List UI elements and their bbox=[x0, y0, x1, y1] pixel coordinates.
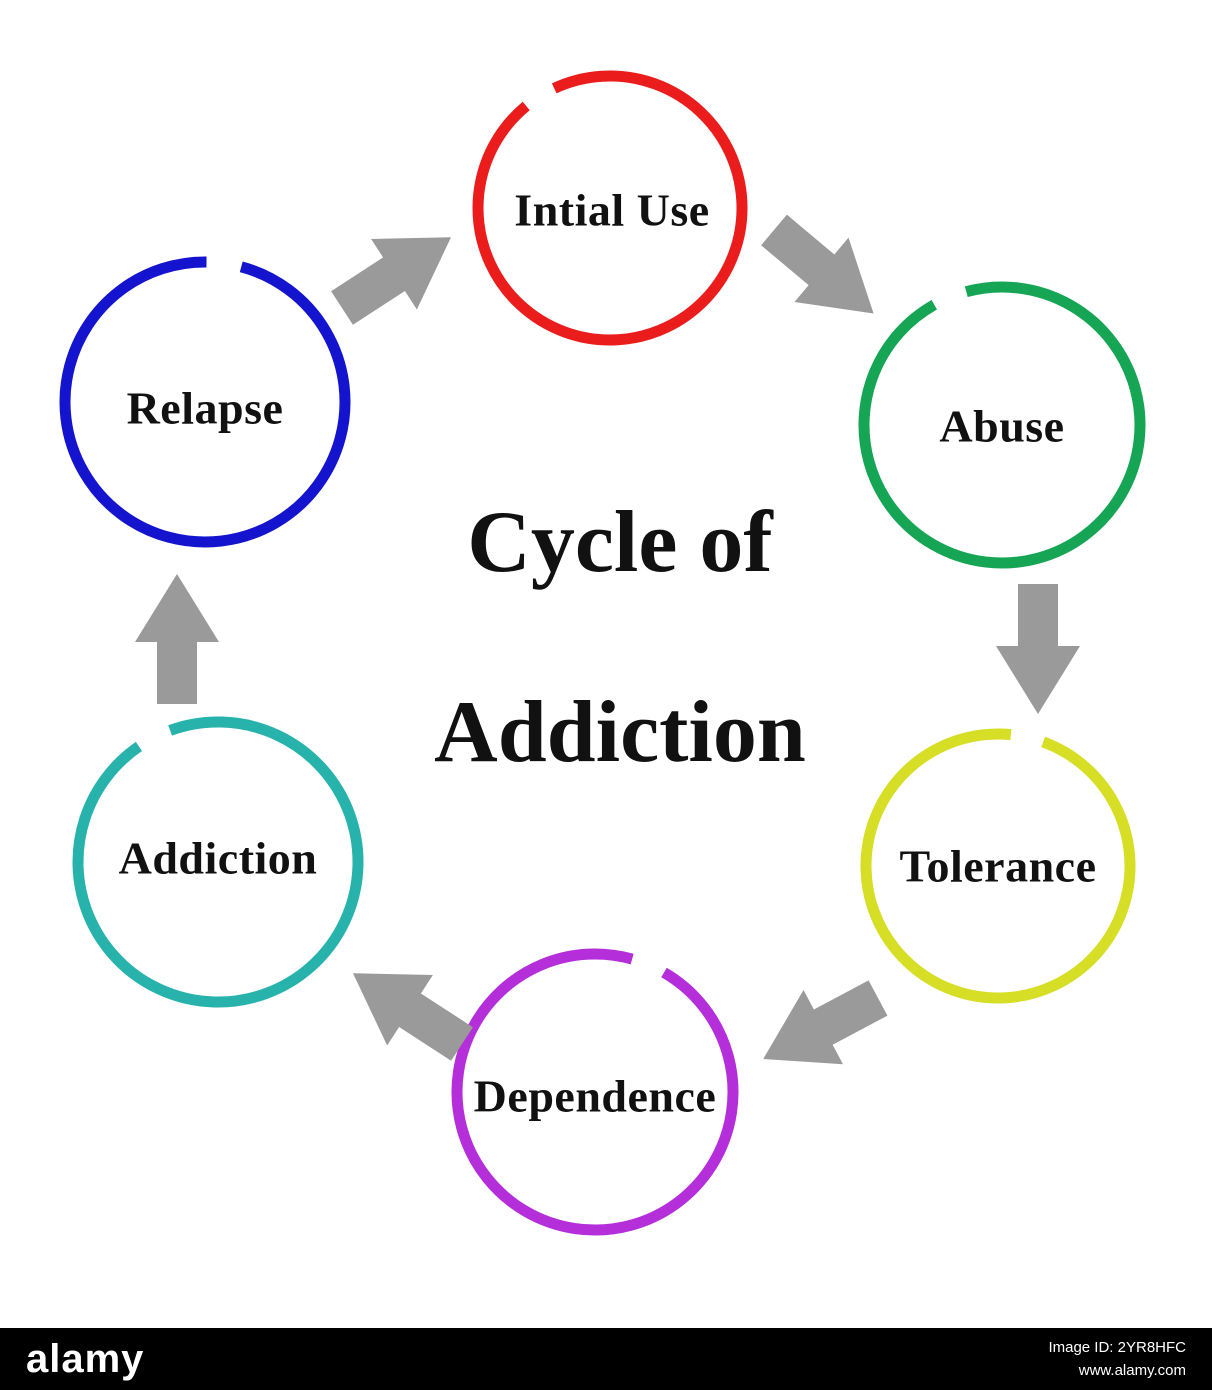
arrow-abuse-to-tolerance bbox=[996, 584, 1080, 714]
circle-relapse bbox=[59, 256, 351, 548]
node-label-tolerance: Tolerance bbox=[893, 839, 1103, 893]
diagram-title-line2-text: Addiction bbox=[434, 684, 806, 781]
watermark-meta: Image ID: 2YR8HFC www.alamy.com bbox=[1048, 1336, 1186, 1383]
image-id-text: Image ID: 2YR8HFC bbox=[1048, 1338, 1186, 1356]
node-label-initial-use: Intial Use bbox=[514, 184, 710, 236]
circle-initial-use bbox=[472, 70, 748, 346]
node-label-abuse: Abuse bbox=[939, 400, 1065, 452]
circle-dependence bbox=[451, 948, 739, 1236]
arrow-relapse-to-initial-use bbox=[331, 237, 452, 325]
node-label-dependence: Dependence bbox=[467, 1069, 723, 1123]
node-label-relapse: Relapse bbox=[126, 382, 284, 434]
alamy-logo: alamy bbox=[26, 1337, 145, 1381]
node-label-addiction: Addiction bbox=[118, 832, 318, 884]
diagram-title-line1-text: Cycle of bbox=[467, 494, 773, 591]
arrow-tolerance-to-dependence bbox=[763, 980, 888, 1065]
watermark-bar: alamy Image ID: 2YR8HFC www.alamy.com bbox=[0, 1328, 1212, 1390]
circle-abuse bbox=[858, 281, 1146, 569]
arrow-dependence-to-addiction bbox=[352, 973, 473, 1061]
arrow-addiction-to-relapse bbox=[135, 574, 219, 704]
circle-addiction bbox=[72, 716, 364, 1008]
diagram-canvas bbox=[59, 70, 1146, 1236]
arrow-initial-use-to-abuse bbox=[761, 214, 874, 314]
watermark-url: www.alamy.com bbox=[1078, 1362, 1186, 1379]
